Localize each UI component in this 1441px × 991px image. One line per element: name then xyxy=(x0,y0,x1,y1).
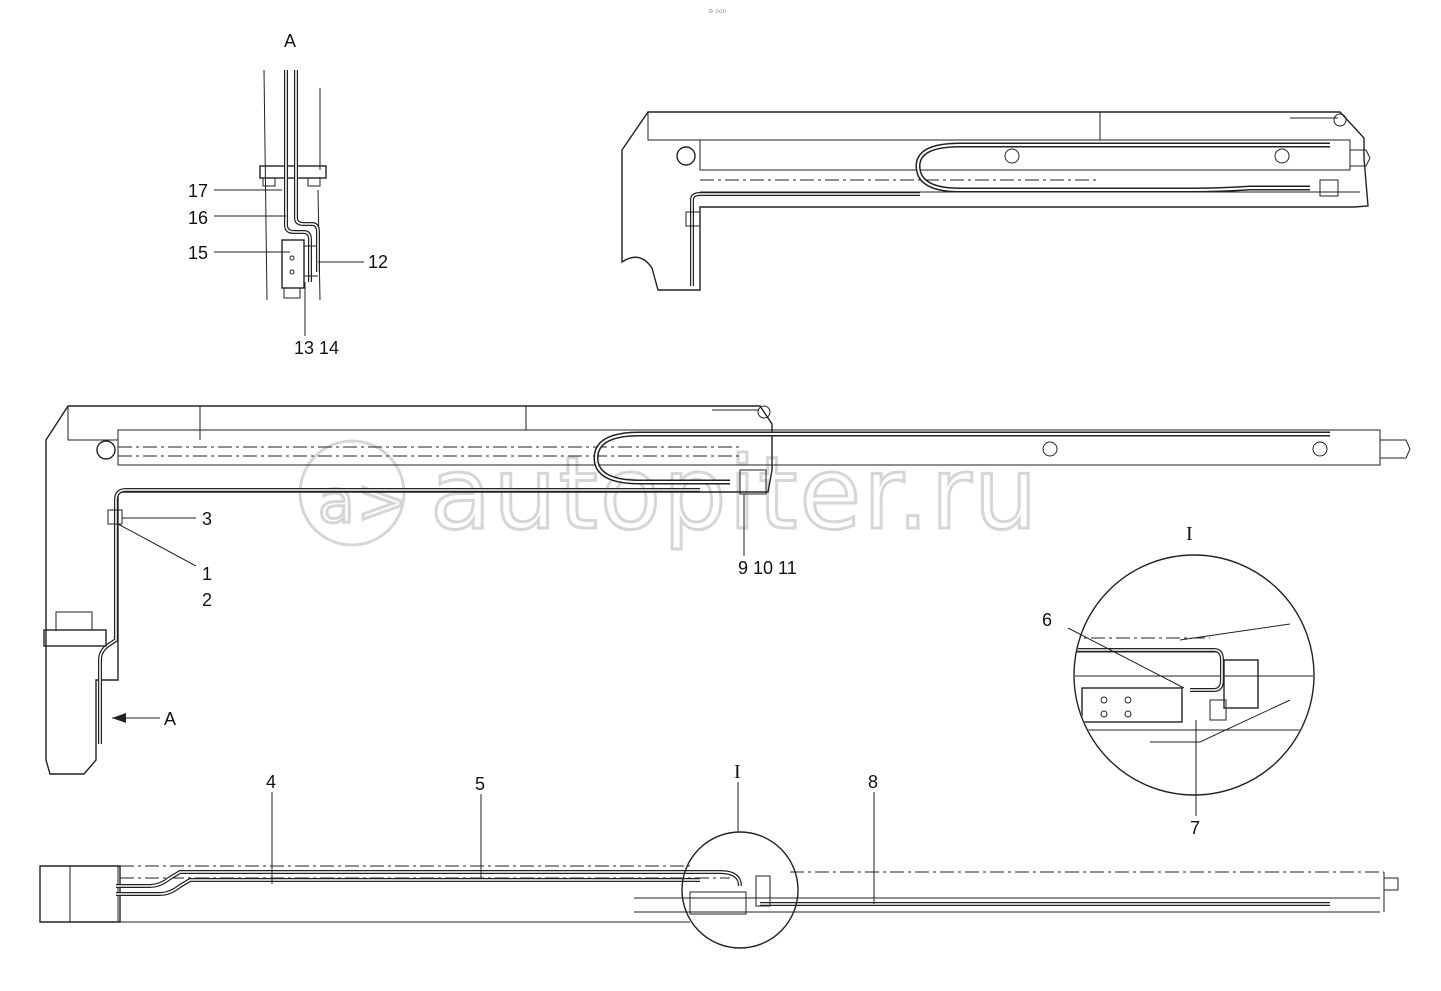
detail-i-block xyxy=(1081,687,1183,723)
view-a-valve-plug xyxy=(283,287,301,299)
detail-i: I 6 7 xyxy=(1042,523,1315,838)
main-boom-bracket xyxy=(739,469,767,495)
watermark-logo-glyph: a> xyxy=(318,467,409,537)
upper-boom-inner-box xyxy=(699,139,1351,171)
callout-2: 2 xyxy=(202,590,212,610)
watermark-text: autopiter.ru xyxy=(430,435,1039,552)
main-boom-pivot xyxy=(96,440,116,460)
callout-16: 16 xyxy=(188,208,208,228)
callout-9-10-11: 9 10 11 xyxy=(738,558,797,578)
view-a-valve-block xyxy=(281,239,305,289)
callout-15: 15 xyxy=(188,243,208,263)
view-a-bolt-right xyxy=(307,177,321,187)
callout-1: 1 xyxy=(202,564,212,584)
callout-17: 17 xyxy=(188,181,208,201)
upper-boom-pivot xyxy=(676,146,696,166)
main-boom-base-flange xyxy=(43,629,107,647)
view-a-pipe-2 xyxy=(294,70,320,272)
upper-boom-hose xyxy=(915,142,1330,193)
watermark-logo xyxy=(298,439,406,547)
callout-4: 4 xyxy=(266,772,276,792)
view-a-title: A xyxy=(284,31,296,51)
callout-6: 6 xyxy=(1042,610,1052,630)
section-i-circle xyxy=(681,831,799,949)
main-boom-view: 3 1 2 9 10 11 A xyxy=(43,405,1411,775)
header-mark: ⚙ ooo xyxy=(708,8,727,15)
main-boom-clamp xyxy=(107,509,123,525)
callout-3: 3 xyxy=(202,509,212,529)
upper-boom-hole-1 xyxy=(1004,148,1020,164)
callout-13-14: 13 14 xyxy=(294,338,339,358)
upper-boom-bracket xyxy=(1319,179,1339,197)
detail-i-circle xyxy=(1073,554,1315,796)
watermark: a> autopiter.ru xyxy=(298,434,1039,554)
section-i-mark: I xyxy=(734,761,741,783)
callout-12: 12 xyxy=(368,252,388,272)
view-a-arrow xyxy=(112,713,126,723)
view-a-flange xyxy=(259,165,327,179)
telescope-pipe-5 xyxy=(116,878,700,896)
view-a-bolt-left xyxy=(262,177,276,187)
callout-5: 5 xyxy=(475,774,485,794)
upper-boom-outline xyxy=(621,111,1369,291)
main-boom-hole-2 xyxy=(1312,441,1328,457)
upper-boom-hole-2 xyxy=(1274,148,1290,164)
detail-i-pipe xyxy=(1075,648,1224,692)
callout-7: 7 xyxy=(1190,818,1200,838)
callout-8: 8 xyxy=(868,772,878,792)
arrow-label-a: A xyxy=(164,709,176,729)
telescope-end-cap xyxy=(39,865,121,923)
upper-boom-clamp xyxy=(685,211,701,227)
view-a-mast-left xyxy=(263,69,268,301)
upper-boom-pipe xyxy=(690,192,920,286)
view-a: A 17 16 15 12 13 14 xyxy=(188,31,388,358)
upper-boom-view xyxy=(621,111,1371,291)
main-boom-hole-1 xyxy=(1042,441,1058,457)
telescope-view: 4 5 8 I xyxy=(39,761,1399,949)
telescope-rail xyxy=(634,897,1380,913)
detail-i-title: I xyxy=(1186,523,1193,545)
detail-i-valve xyxy=(1223,659,1259,709)
